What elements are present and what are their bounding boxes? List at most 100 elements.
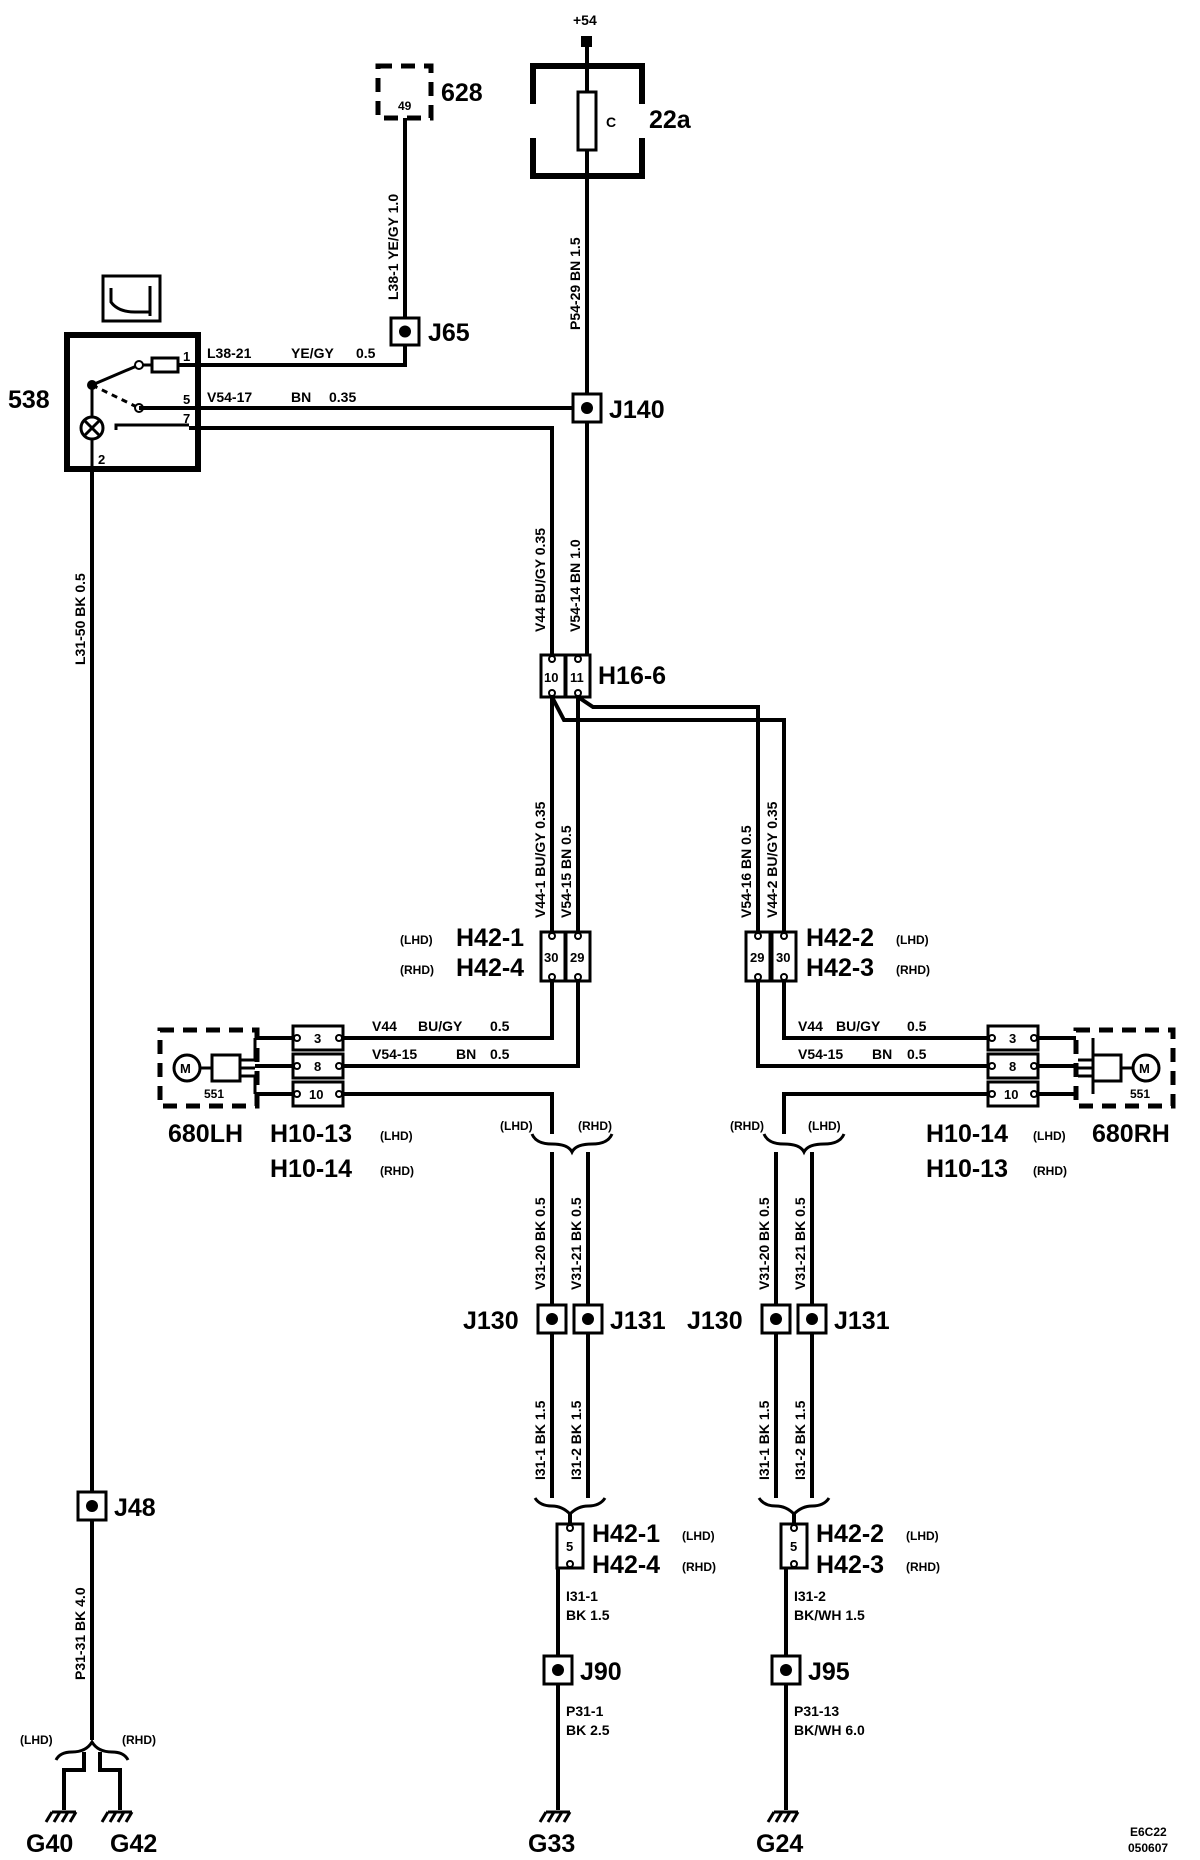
svg-text:551: 551: [204, 1087, 224, 1101]
svg-text:2: 2: [98, 452, 105, 467]
svg-text:(RHD): (RHD): [400, 963, 434, 977]
svg-text:I31-1 BK 1.5: I31-1 BK 1.5: [756, 1400, 772, 1480]
fuse-letter: C: [606, 114, 616, 130]
svg-text:(LHD): (LHD): [896, 933, 929, 947]
svg-text:M: M: [1139, 1061, 1150, 1076]
junction-j140: J140: [571, 392, 665, 424]
svg-text:V54-16 BN 0.5: V54-16 BN 0.5: [738, 825, 754, 918]
motor-680lh-label: 680LH: [168, 1120, 243, 1148]
svg-text:V31-20 BK 0.5: V31-20 BK 0.5: [756, 1197, 772, 1290]
svg-text:(RHD): (RHD): [896, 963, 930, 977]
svg-text:(RHD): (RHD): [682, 1560, 716, 1574]
ground-g40: G40: [26, 1810, 78, 1858]
wire-v54-15-rh: [756, 981, 988, 1068]
wire-v44-2: [550, 696, 786, 935]
svg-text:V31-20 BK 0.5: V31-20 BK 0.5: [532, 1197, 548, 1290]
junction-j65-label: J65: [428, 319, 470, 347]
svg-text:H42-3: H42-3: [806, 954, 874, 982]
svg-text:(RHD): (RHD): [380, 1164, 414, 1178]
junction-j130-right: J130: [687, 1303, 792, 1335]
mirror-icon: [101, 274, 162, 323]
svg-text:P31-13: P31-13: [794, 1703, 839, 1719]
svg-text:I31-2 BK 1.5: I31-2 BK 1.5: [568, 1400, 584, 1480]
svg-text:(LHD): (LHD): [380, 1129, 413, 1143]
svg-text:10: 10: [544, 670, 558, 685]
junction-j65: J65: [389, 316, 470, 347]
connector-h42-lower-right: 5 H42-2 (LHD) H42-3 (RHD): [779, 1520, 940, 1579]
svg-text:H10-13: H10-13: [926, 1155, 1008, 1183]
wire-pin10-lh: [343, 1092, 554, 1120]
svg-text:(RHD): (RHD): [122, 1733, 156, 1747]
component-628-label: 628: [441, 79, 483, 107]
wire-g42: [98, 1752, 122, 1810]
svg-text:I31-1 BK 1.5: I31-1 BK 1.5: [532, 1400, 548, 1480]
wire-label-v44: V44 BU/GY 0.35: [532, 528, 548, 632]
wire-v44-rh: [782, 981, 988, 1040]
fuse-element: [576, 90, 598, 152]
wire-v54-16: [576, 695, 760, 935]
svg-text:V54-15: V54-15: [798, 1046, 843, 1062]
svg-text:V31-21 BK 0.5: V31-21 BK 0.5: [568, 1197, 584, 1290]
svg-text:J131: J131: [834, 1307, 890, 1335]
svg-text:V44-1 BU/GY 0.35: V44-1 BU/GY 0.35: [532, 801, 548, 918]
connector-h10-right: 3 8 10 H10-14 (LHD) H10-13 (RHD): [926, 1024, 1067, 1183]
svg-text:G24: G24: [756, 1830, 803, 1858]
svg-text:5: 5: [566, 1539, 573, 1554]
wire-label-p54-29: P54-29 BN 1.5: [567, 237, 583, 330]
ground-icon: [538, 1810, 572, 1823]
wire-l38-21: [178, 345, 407, 367]
svg-text:P31-31 BK 4.0: P31-31 BK 4.0: [72, 1587, 88, 1680]
svg-text:29: 29: [570, 950, 584, 965]
connector-h16-6-label: H16-6: [598, 662, 666, 690]
svg-text:(LHD): (LHD): [682, 1529, 715, 1543]
connector-h42-lower-left: 5 H42-1 (LHD) H42-4 (RHD): [555, 1520, 716, 1579]
component-628: 49 628: [375, 63, 483, 121]
junction-j48: J48: [76, 1490, 156, 1522]
svg-text:V44: V44: [372, 1018, 397, 1034]
switch-538-label: 538: [8, 386, 50, 414]
switch-538-box: [64, 332, 201, 472]
wire-v44: [189, 426, 554, 658]
svg-text:J131: J131: [610, 1307, 666, 1335]
ground-icon: [44, 1810, 78, 1823]
svg-text:3: 3: [314, 1031, 321, 1046]
svg-text:H42-1: H42-1: [592, 1520, 660, 1548]
svg-text:BK/WH 1.5: BK/WH 1.5: [794, 1607, 865, 1623]
svg-text:(RHD): (RHD): [578, 1119, 612, 1133]
svg-text:0.35: 0.35: [329, 389, 356, 405]
variant-brace-left-lower: [533, 1497, 607, 1517]
svg-text:J90: J90: [580, 1658, 622, 1686]
svg-text:H42-1: H42-1: [456, 924, 524, 952]
junction-j140-label: J140: [609, 396, 665, 424]
svg-text:551: 551: [1130, 1087, 1150, 1101]
svg-text:H42-4: H42-4: [592, 1551, 660, 1579]
supply-label: +54: [573, 12, 597, 28]
connector-h42-upper-right: 29 30 H42-2 (LHD) H42-3 (RHD): [744, 924, 930, 983]
svg-text:29: 29: [750, 950, 764, 965]
svg-text:BN: BN: [456, 1046, 476, 1062]
svg-text:5: 5: [790, 1539, 797, 1554]
svg-text:3: 3: [1009, 1031, 1016, 1046]
svg-text:(LHD): (LHD): [906, 1529, 939, 1543]
wire-v44-lh: [343, 981, 554, 1040]
svg-text:11: 11: [570, 670, 584, 685]
ground-g24: G24: [756, 1810, 803, 1858]
svg-text:I31-2: I31-2: [794, 1588, 826, 1604]
svg-text:BU/GY: BU/GY: [418, 1018, 463, 1034]
switch-538: 538 1 5 7 2: [8, 274, 201, 472]
svg-text:(LHD): (LHD): [1033, 1129, 1066, 1143]
drawing-ref-1: E6C22: [1130, 1825, 1167, 1839]
svg-text:30: 30: [544, 950, 558, 965]
wire-g40: [62, 1752, 86, 1810]
component-628-box: [375, 63, 434, 121]
motor-680lh-box: [157, 1027, 260, 1109]
svg-text:(LHD): (LHD): [808, 1119, 841, 1133]
svg-text:10: 10: [1004, 1087, 1018, 1102]
svg-text:(RHD): (RHD): [906, 1560, 940, 1574]
connector-h16-6: 10 11 H16-6: [539, 653, 666, 699]
svg-text:0.5: 0.5: [490, 1018, 510, 1034]
svg-text:G40: G40: [26, 1830, 73, 1858]
svg-text:30: 30: [776, 950, 790, 965]
svg-text:8: 8: [314, 1059, 321, 1074]
